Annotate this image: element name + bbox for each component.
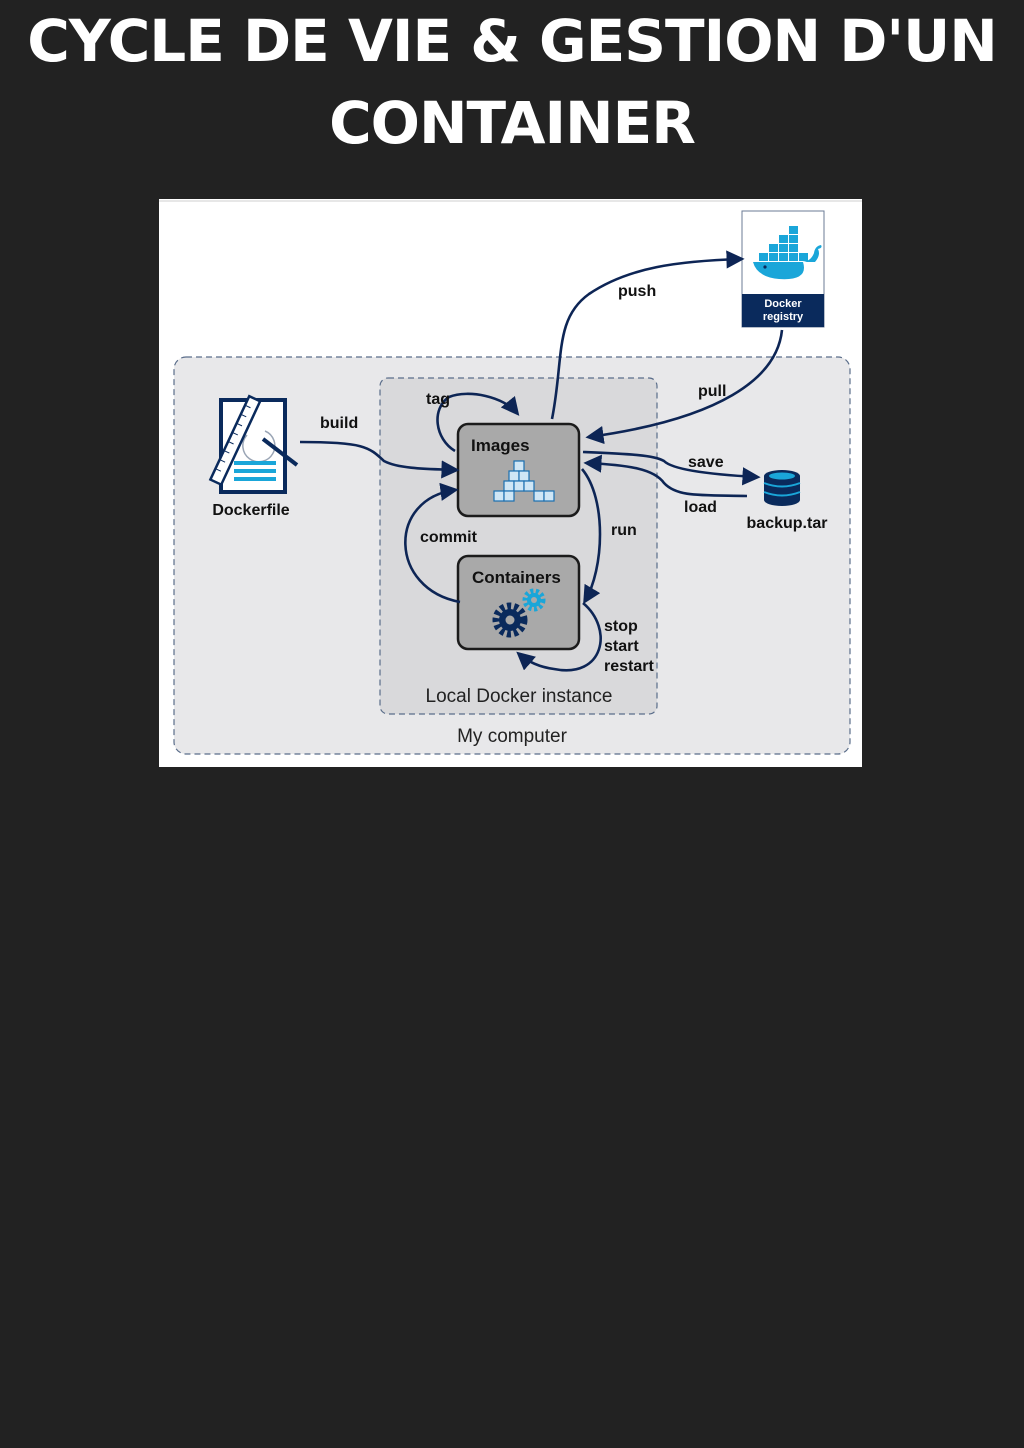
docker-whale-icon: [753, 226, 822, 280]
run-label: run: [611, 522, 637, 539]
slide-title-line-2: CONTAINER: [329, 89, 696, 157]
push-label: push: [618, 283, 656, 300]
backup-tar-node: backup.tar: [747, 470, 828, 532]
containers-label: Containers: [472, 568, 561, 587]
my-computer-label: My computer: [457, 726, 567, 747]
pull-arrow: [585, 329, 784, 445]
dockerfile-label: Dockerfile: [212, 502, 289, 519]
tag-arrow: [436, 392, 520, 453]
save-arrow: [582, 450, 761, 486]
cubes-icon: [493, 460, 555, 502]
commit-label: commit: [420, 529, 478, 546]
lifecycle-arrow: [516, 602, 602, 672]
registry-label-line-1: Docker: [764, 298, 802, 310]
load-arrow: [583, 454, 748, 498]
slide-title: CYCLE DE VIE & GESTION D'UN CONTAINER: [0, 0, 1024, 164]
registry-label-line-2: registry: [763, 311, 804, 323]
images-node: Images: [456, 422, 581, 518]
tag-label: tag: [426, 391, 450, 408]
local-docker-label: Local Docker instance: [426, 686, 613, 707]
start-label: start: [604, 638, 639, 655]
docker-registry-node: Docker registry: [741, 210, 825, 328]
backup-tar-label: backup.tar: [747, 515, 828, 532]
commit-arrow: [404, 482, 461, 604]
gears-icon: [492, 588, 546, 638]
run-arrow: [581, 468, 602, 605]
save-label: save: [688, 454, 724, 471]
slide-title-line-1: CYCLE DE VIE & GESTION D'UN: [27, 7, 998, 75]
database-icon: [763, 470, 801, 506]
dockerfile-node: Dockerfile: [208, 394, 299, 519]
document-ruler-icon: [208, 394, 299, 494]
build-label: build: [320, 415, 358, 432]
containers-node: Containers: [456, 554, 581, 651]
stop-label: stop: [604, 618, 638, 635]
load-label: load: [684, 499, 717, 516]
docker-lifecycle-diagram: My computer Local Docker instance: [159, 199, 862, 767]
build-arrow: [299, 440, 460, 479]
push-arrow: [550, 250, 745, 420]
pull-label: pull: [698, 383, 726, 400]
restart-label: restart: [604, 658, 654, 675]
images-label: Images: [471, 436, 530, 455]
